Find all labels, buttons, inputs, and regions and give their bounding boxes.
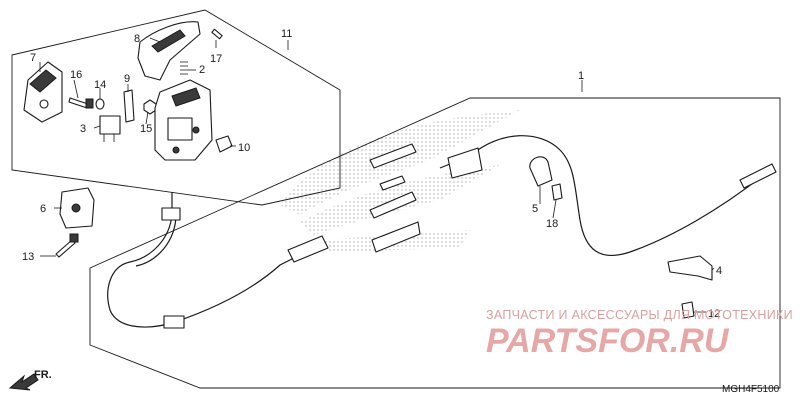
- part-12-bolt: [681, 301, 695, 319]
- part-15-nut: [143, 99, 157, 115]
- part-18-bolt: [551, 183, 563, 201]
- callout-13: 13: [22, 251, 34, 263]
- callout-10: 10: [238, 142, 250, 154]
- part-4-bracket: [667, 255, 713, 281]
- part-6-bracket: [59, 187, 95, 229]
- part-5-clamp: [529, 156, 553, 187]
- callout-labels: 1 2 3 4 5 6 7 8 9 10 11 12 13 14 15 16 1…: [22, 28, 722, 320]
- frame-assembly-1: [89, 97, 781, 389]
- callout-18: 18: [546, 218, 558, 230]
- callout-16: 16: [70, 69, 82, 81]
- part-10-clip: [215, 135, 233, 153]
- diagram-code: MGH4F5100: [722, 384, 780, 395]
- callout-14: 14: [94, 79, 106, 91]
- callout-12: 12: [708, 308, 720, 320]
- part-7-bracket: [23, 61, 63, 123]
- callout-7: 7: [30, 52, 36, 64]
- callout-9: 9: [124, 73, 130, 85]
- callout-2: 2: [199, 64, 205, 76]
- parking-brake-housing: [154, 79, 213, 161]
- cable-left: [107, 192, 329, 329]
- part-14-washer: [95, 98, 105, 110]
- callout-1: 1: [578, 70, 584, 82]
- cable-end-pieces: [369, 143, 421, 253]
- callout-17: 17: [210, 53, 222, 65]
- watermark: ЗАПЧАСТИ И АКСЕССУАРЫ ДЛЯ МОТОТЕХНИКИ PA…: [486, 308, 793, 360]
- callout-3: 3: [80, 123, 86, 135]
- callout-5: 5: [532, 203, 538, 215]
- part-8-lever: [137, 21, 201, 81]
- part-16-bolt: [68, 97, 94, 109]
- part-9-clip: [123, 89, 135, 123]
- part-3-switch: [99, 115, 121, 142]
- callout-8: 8: [134, 33, 140, 45]
- callout-4: 4: [716, 265, 722, 277]
- watermark-tagline: ЗАПЧАСТИ И АКСЕССУАРЫ ДЛЯ МОТОТЕХНИКИ: [486, 308, 793, 322]
- part-2-spring: [180, 61, 188, 75]
- frame-assembly-11: [11, 9, 341, 206]
- callout-6: 6: [40, 203, 46, 215]
- part-17-pin: [211, 28, 223, 40]
- part-13-bolt: [55, 233, 79, 258]
- front-arrow-icon: [8, 373, 39, 391]
- front-direction-indicator: FR.: [8, 369, 52, 391]
- front-label: FR.: [34, 369, 52, 381]
- cable-right: [439, 135, 777, 256]
- watermark-brand: PARTSFOR.RU: [486, 322, 730, 360]
- callout-15: 15: [140, 123, 152, 135]
- callout-11: 11: [281, 28, 292, 40]
- leader-lines: [39, 37, 715, 313]
